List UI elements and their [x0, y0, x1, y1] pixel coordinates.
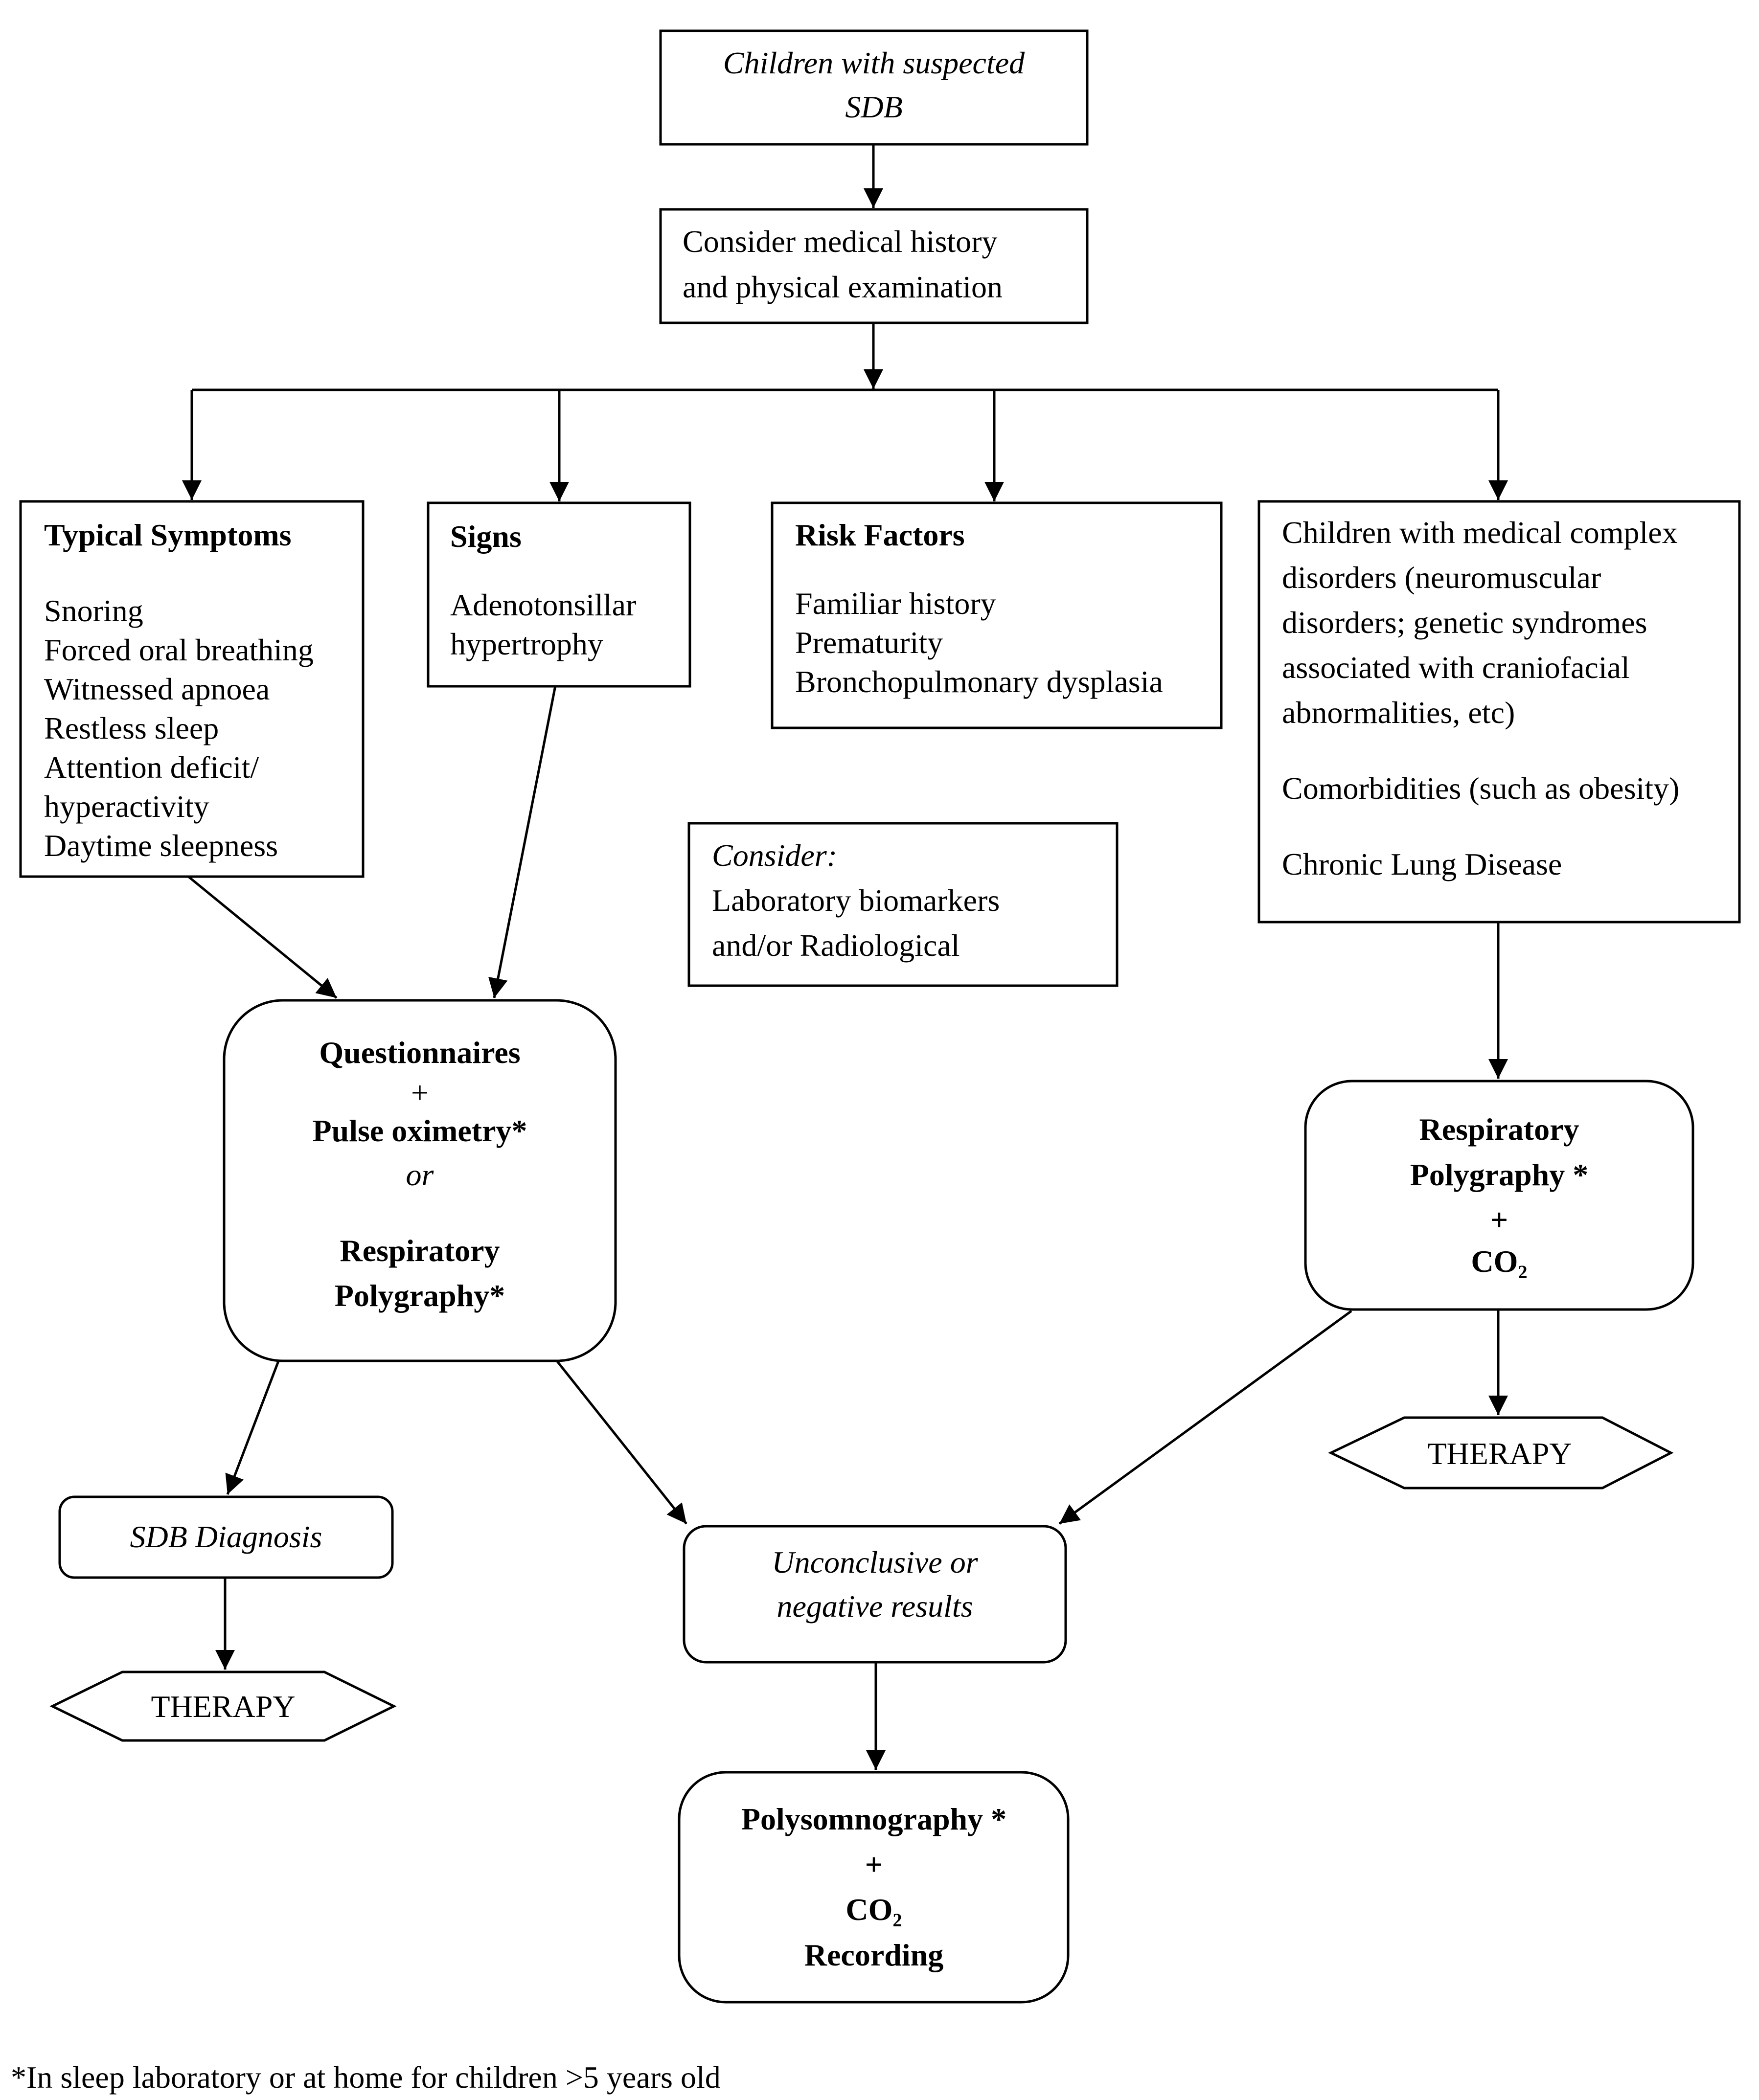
- risk-item: Prematurity: [795, 625, 943, 660]
- symptoms-title: Typical Symptoms: [44, 518, 292, 552]
- unconclusive-line-2: negative results: [777, 1589, 973, 1624]
- consider-line-1: Laboratory biomarkers: [712, 883, 1000, 918]
- questionnaires-or: or: [406, 1157, 434, 1192]
- resp-poly-line-1: Respiratory: [1419, 1112, 1579, 1147]
- resp-poly-plus: +: [1490, 1202, 1508, 1237]
- signs-line-2: hypertrophy: [450, 627, 603, 661]
- node-typical-symptoms: Typical Symptoms Snoring Forced oral bre…: [19, 500, 365, 878]
- complex-comorbidities: Comorbidities (such as obesity): [1282, 771, 1679, 806]
- node-questionnaires: Questionnaires + Pulse oximetry* or Resp…: [223, 999, 617, 1362]
- node-therapy-left: THERAPY: [49, 1671, 397, 1742]
- questionnaires-line-2: Pulse oximetry*: [313, 1113, 527, 1148]
- therapy-left-label: THERAPY: [151, 1689, 295, 1724]
- questionnaires-line-3: Respiratory: [340, 1233, 500, 1268]
- complex-line-5: abnormalities, etc): [1282, 695, 1515, 730]
- edge-symptoms-to-questionnaires: [187, 876, 338, 999]
- questionnaires-plus: +: [411, 1075, 429, 1110]
- risk-item: Familiar history: [795, 586, 996, 621]
- node-medical-history: Consider medical history and physical ex…: [659, 208, 1089, 324]
- node-therapy-right: THERAPY: [1328, 1416, 1674, 1490]
- risk-item: Bronchopulmonary dysplasia: [795, 664, 1163, 699]
- questionnaires-line-1: Questionnaires: [319, 1035, 520, 1070]
- edge-resp-poly-to-unconclusive: [1058, 1310, 1352, 1525]
- edge-signs-to-questionnaires: [488, 685, 557, 998]
- connectors: [182, 144, 1508, 1770]
- signs-line-1: Adenotonsillar: [450, 587, 636, 622]
- psg-line-2: CO₂: [845, 1892, 902, 1927]
- node-consider: Consider: Laboratory biomarkers and/or R…: [687, 822, 1119, 987]
- history-line-2: and physical examination: [683, 270, 1003, 304]
- history-line-1: Consider medical history: [683, 224, 997, 259]
- node-signs: Signs Adenotonsillar hypertrophy: [427, 501, 691, 688]
- node-sdb-diagnosis: SDB Diagnosis: [58, 1495, 394, 1579]
- symptom-item: Witnessed apnoea: [44, 672, 270, 706]
- risk-title: Risk Factors: [795, 518, 965, 552]
- edge-questionnaires-to-diagnosis: [225, 1359, 280, 1495]
- signs-title: Signs: [450, 519, 522, 554]
- complex-chronic-lung: Chronic Lung Disease: [1282, 847, 1562, 881]
- symptom-item: hyperactivity: [44, 789, 209, 824]
- questionnaires-line-4: Polygraphy*: [335, 1278, 505, 1313]
- node-complex-disorders: Children with medical complex disorders …: [1257, 500, 1741, 924]
- symptom-item: Forced oral breathing: [44, 632, 314, 667]
- node-unconclusive: Unconclusive or negative results: [683, 1525, 1067, 1664]
- complex-line-4: associated with craniofacial: [1282, 650, 1630, 685]
- node-respiratory-polygraphy: Respiratory Polygraphy * + CO₂: [1304, 1080, 1694, 1311]
- complex-line-1: Children with medical complex: [1282, 515, 1678, 550]
- psg-line-3: Recording: [804, 1938, 943, 1972]
- therapy-right-label: THERAPY: [1427, 1436, 1572, 1471]
- node-risk-factors: Risk Factors Familiar history Prematurit…: [771, 501, 1223, 729]
- psg-line-1: Polysomnography *: [741, 1802, 1006, 1836]
- node-children-suspected-sdb: Children with suspected SDB: [659, 29, 1089, 146]
- symptom-item: Snoring: [44, 593, 143, 628]
- psg-plus: +: [865, 1847, 883, 1882]
- complex-line-3: disorders; genetic syndromes: [1282, 605, 1647, 640]
- resp-poly-line-2: Polygraphy *: [1410, 1157, 1588, 1192]
- start-line-1: Children with suspected: [723, 45, 1025, 80]
- consider-line-2: and/or Radiological: [712, 928, 960, 963]
- start-line-2: SDB: [845, 90, 902, 124]
- complex-line-2: disorders (neuromuscular: [1282, 560, 1601, 595]
- node-polysomnography: Polysomnography * + CO₂ Recording: [678, 1771, 1070, 2004]
- edge-questionnaires-to-unconclusive: [556, 1360, 687, 1525]
- resp-poly-line-3: CO₂: [1471, 1244, 1527, 1279]
- symptom-item: Daytime sleepness: [44, 828, 278, 863]
- symptom-item: Restless sleep: [44, 711, 219, 745]
- consider-title: Consider:: [712, 838, 837, 873]
- symptom-item: Attention deficit/: [44, 750, 259, 785]
- unconclusive-line-1: Unconclusive or: [772, 1545, 978, 1580]
- footnote: *In sleep laboratory or at home for chil…: [11, 2060, 721, 2095]
- diagnosis-label: SDB Diagnosis: [130, 1519, 322, 1554]
